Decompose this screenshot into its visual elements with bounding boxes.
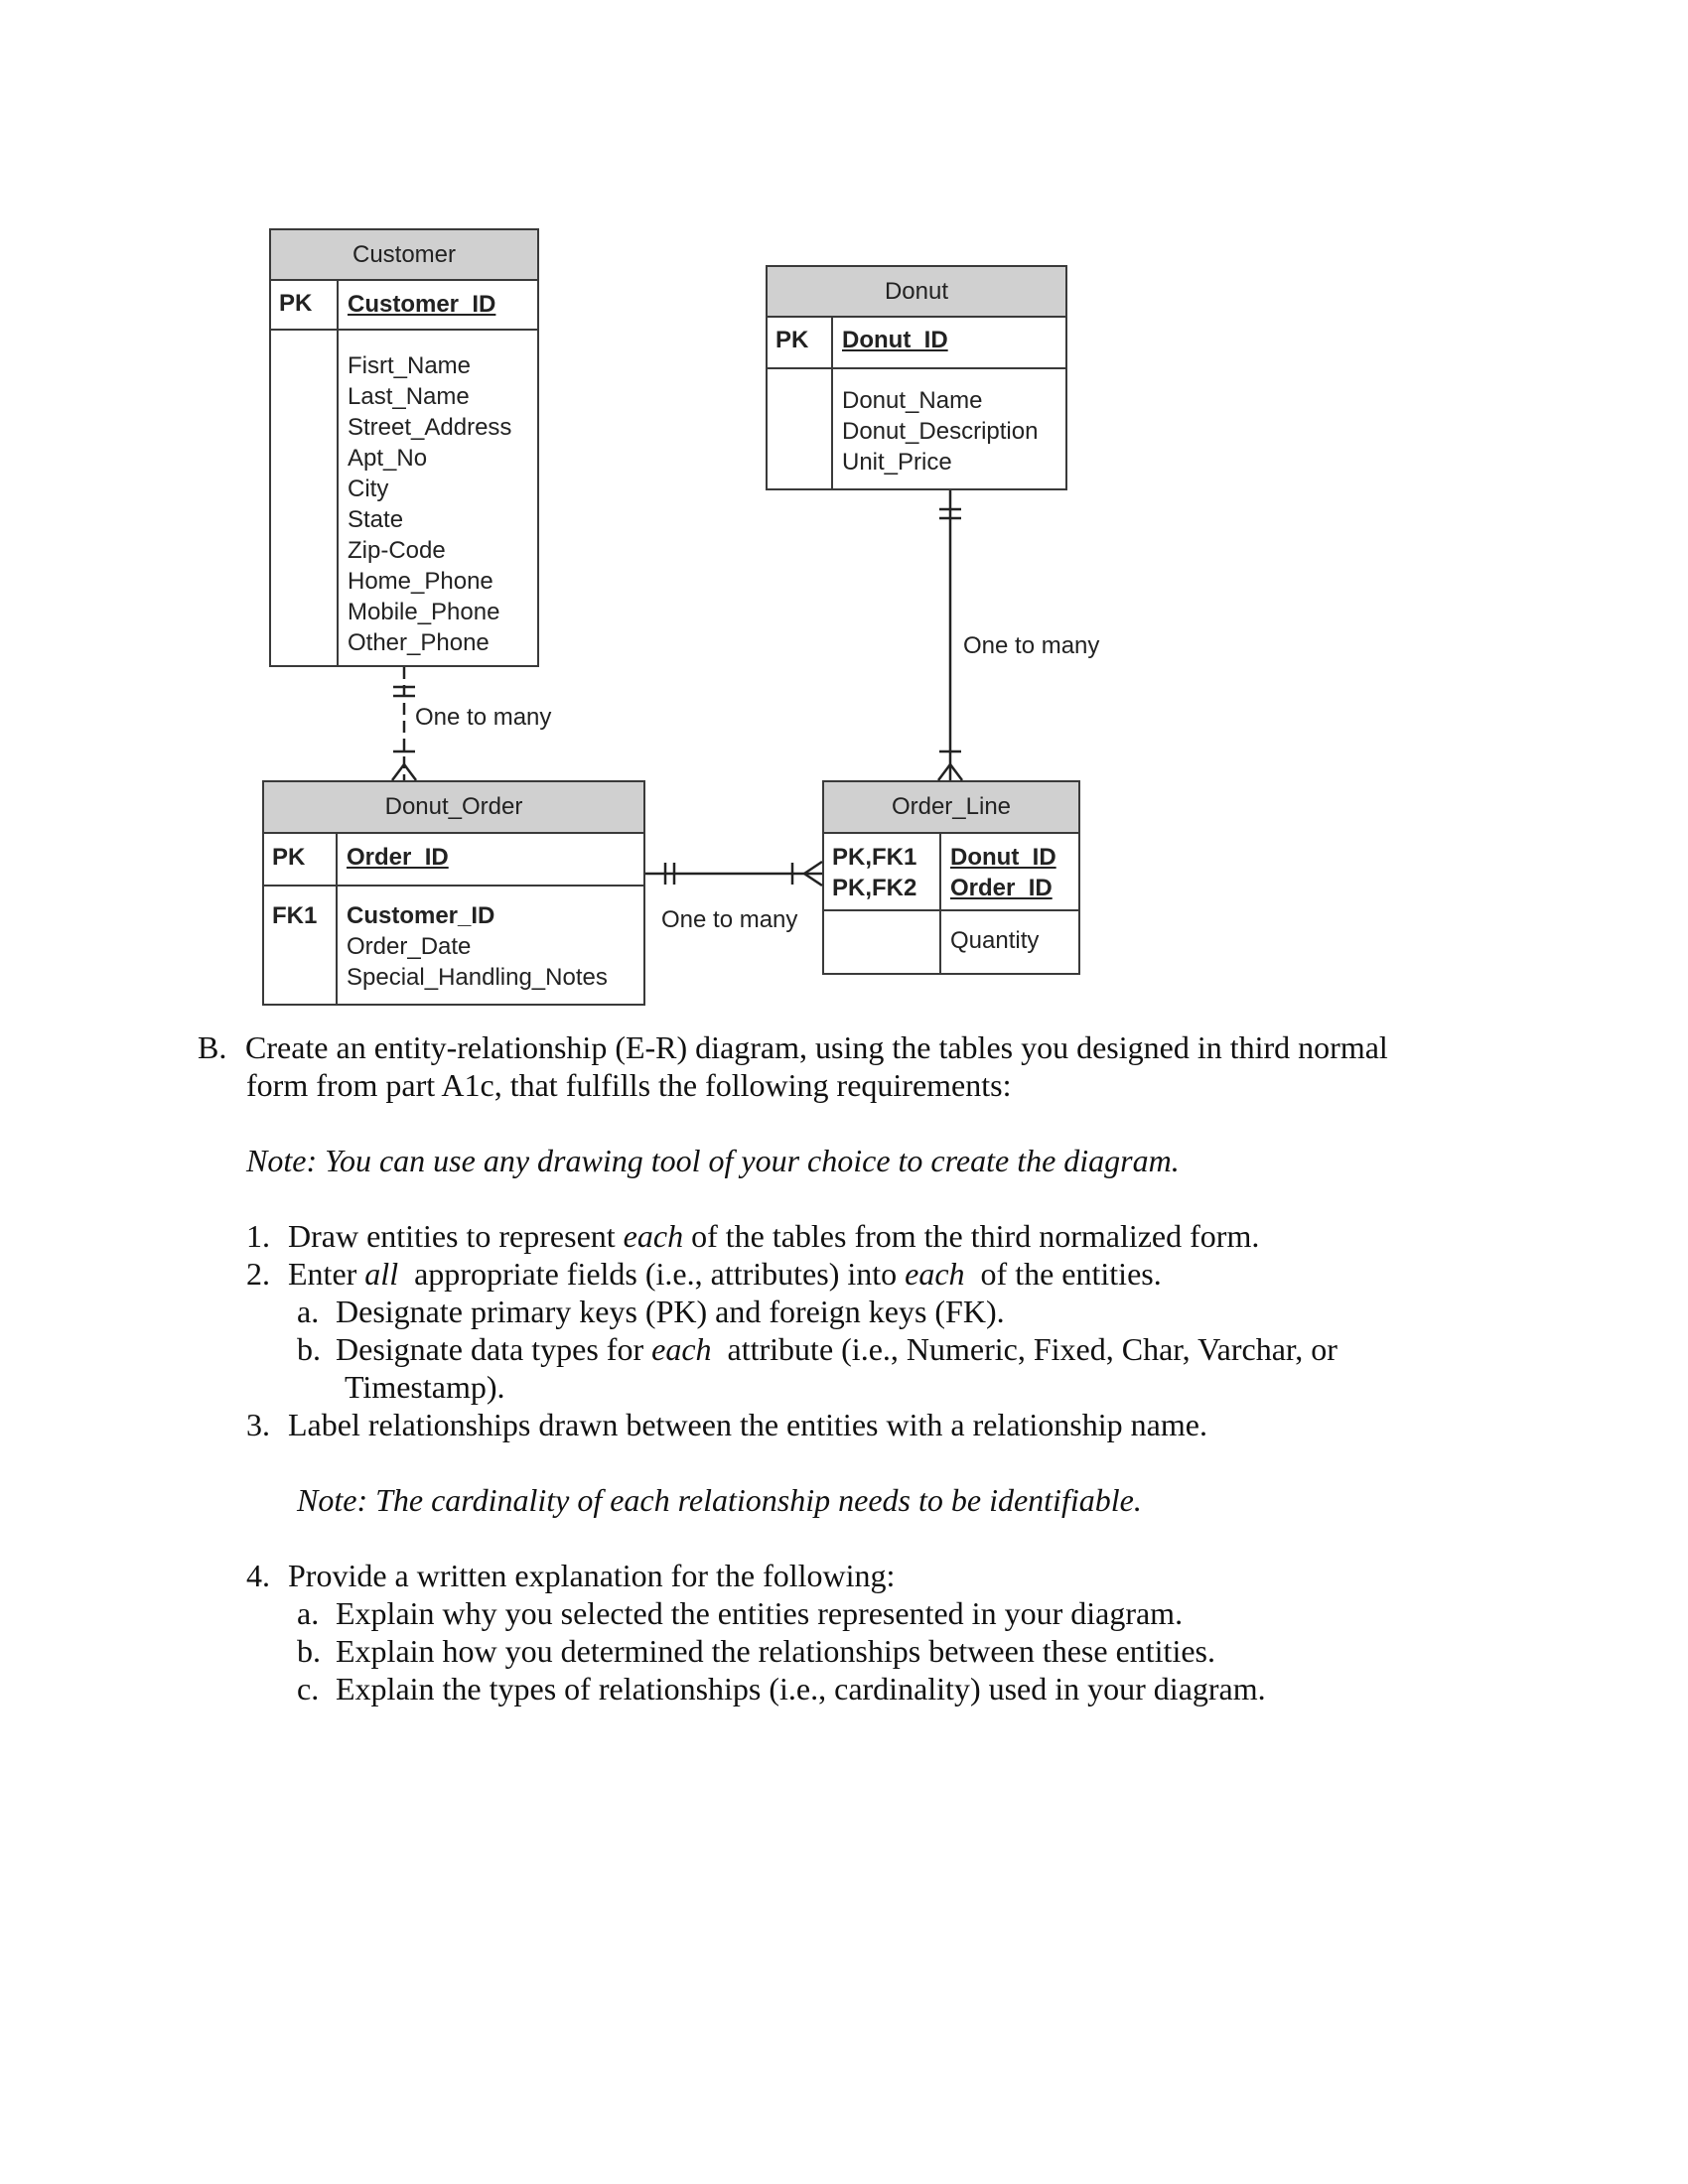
section-marker: B. — [198, 1029, 227, 1065]
pk-field: Donut_ID — [842, 327, 948, 353]
attribute: Street_Address — [348, 414, 512, 441]
sub-item-letter: a. — [297, 1294, 320, 1329]
sub-item-4b: Explain how you determined the relations… — [336, 1633, 1215, 1669]
list-item-1: Draw entities to represent each of the t… — [288, 1218, 1260, 1254]
entity-donut-title: Donut — [768, 267, 1065, 318]
attribute: Special_Handling_Notes — [347, 964, 608, 991]
sub-item-letter: a. — [297, 1595, 320, 1631]
entity-order-line-attributes-row: Quantity — [824, 911, 1078, 973]
sub-item-letter: c. — [297, 1671, 320, 1706]
pk-label: PK — [768, 318, 833, 367]
entity-donut-order-pk-row: PK Order_ID — [264, 834, 643, 887]
crows-foot-mark — [803, 872, 823, 887]
relationship-label: One to many — [963, 632, 1100, 659]
attribute: Order_Date — [347, 933, 472, 960]
attribute: Apt_No — [348, 445, 428, 472]
attribute: Home_Phone — [348, 568, 493, 595]
entity-order-line: Order_Line PK,FK1 PK,FK2 Donut_ID Order_… — [822, 780, 1080, 975]
pk-label: PK — [264, 834, 338, 885]
entity-customer-attributes-row: Fisrt_Name Last_Name Street_Address Apt_… — [271, 331, 537, 665]
pk-field: Order_ID — [347, 844, 449, 871]
note-cardinality: Note: The cardinality of each relationsh… — [297, 1482, 1142, 1518]
pk-field: Donut_ID — [950, 844, 1056, 871]
crows-foot-mark — [803, 860, 823, 876]
attribute: Donut_Description — [842, 418, 1039, 445]
entity-donut-order-attributes-row: FK1 Customer_ID Order_Date Special_Handl… — [264, 887, 643, 1004]
pk-label: PK — [271, 281, 339, 329]
list-item-number: 4. — [246, 1558, 270, 1593]
attribute: Last_Name — [348, 383, 470, 410]
sub-item-2b: Designate data types for each attribute … — [336, 1331, 1337, 1367]
note-drawing-tool: Note: You can use any drawing tool of yo… — [246, 1143, 1180, 1178]
pk-label: PK,FK2 — [832, 875, 917, 901]
list-item-number: 1. — [246, 1218, 270, 1254]
sub-item-letter: b. — [297, 1633, 321, 1669]
sub-item-2a: Designate primary keys (PK) and foreign … — [336, 1294, 1005, 1329]
entity-donut-attributes-row: Donut_Name Donut_Description Unit_Price — [768, 369, 1065, 488]
crows-foot-mark — [403, 763, 417, 781]
sub-item-2b-continued: Timestamp). — [345, 1369, 505, 1405]
entity-order-line-pk-row: PK,FK1 PK,FK2 Donut_ID Order_ID — [824, 834, 1078, 911]
sub-item-4a: Explain why you selected the entities re… — [336, 1595, 1184, 1631]
attribute: Unit_Price — [842, 449, 952, 476]
relationship-label: One to many — [415, 704, 552, 731]
entity-donut-order: Donut_Order PK Order_ID FK1 Customer_ID … — [262, 780, 645, 1006]
attribute: City — [348, 476, 389, 502]
pk-field: Order_ID — [950, 875, 1053, 901]
sub-item-letter: b. — [297, 1331, 321, 1367]
section-text-line-2: form from part A1c, that fulfills the fo… — [246, 1067, 1012, 1103]
list-item-3: Label relationships drawn between the en… — [288, 1407, 1207, 1442]
list-item-2: Enter all appropriate fields (i.e., attr… — [288, 1256, 1162, 1292]
entity-donut-order-title: Donut_Order — [264, 782, 643, 834]
crows-foot-mark — [949, 763, 963, 781]
attribute: Mobile_Phone — [348, 599, 500, 625]
attribute: Donut_Name — [842, 387, 983, 414]
crows-foot-mark — [937, 763, 951, 781]
attribute: Zip-Code — [348, 537, 446, 564]
attribute: State — [348, 506, 404, 533]
crows-foot-mark — [391, 763, 405, 781]
fk-label: FK1 — [264, 887, 338, 1004]
attribute: Other_Phone — [348, 629, 490, 656]
attribute: Fisrt_Name — [348, 352, 472, 379]
fk-field: Customer_ID — [347, 902, 495, 929]
list-item-number: 2. — [246, 1256, 270, 1292]
attribute: Quantity — [950, 927, 1040, 954]
entity-donut-pk-row: PK Donut_ID — [768, 318, 1065, 369]
pk-label: PK,FK1 — [832, 844, 917, 871]
entity-donut: Donut PK Donut_ID Donut_Name Donut_Descr… — [766, 265, 1067, 490]
entity-customer-pk-row: PK Customer_ID — [271, 281, 537, 331]
entity-customer-title: Customer — [271, 230, 537, 281]
relationship-connectors — [391, 490, 963, 887]
list-item-number: 3. — [246, 1407, 270, 1442]
sub-item-4c: Explain the types of relationships (i.e.… — [336, 1671, 1266, 1706]
list-item-4: Provide a written explanation for the fo… — [288, 1558, 896, 1593]
entity-customer: Customer PK Customer_ID Fisrt_Name Last_… — [269, 228, 539, 667]
relationship-label: One to many — [661, 906, 798, 933]
section-text-line-1: Create an entity-relationship (E-R) diag… — [245, 1029, 1388, 1065]
pk-field: Customer_ID — [348, 291, 496, 318]
entity-order-line-title: Order_Line — [824, 782, 1078, 834]
